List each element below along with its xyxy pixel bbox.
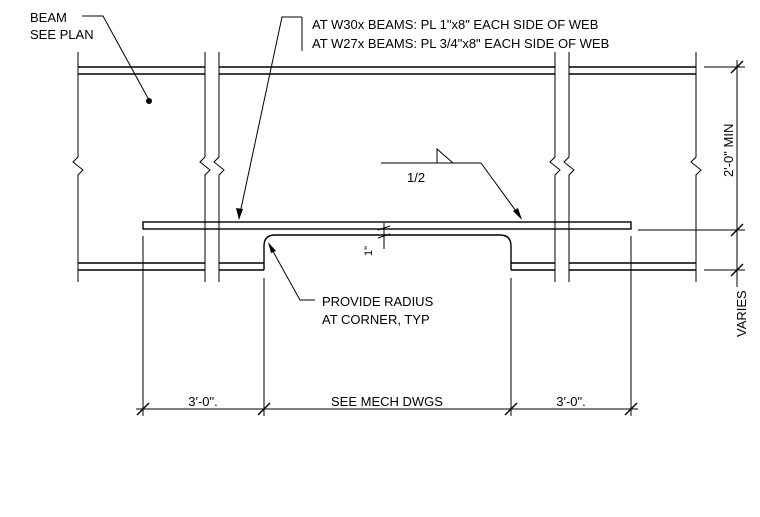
horizontal-dimension: 3'-0". SEE MECH DWGS 3'-0". <box>136 236 638 416</box>
beam-top-flange <box>78 66 696 75</box>
radius-note: PROVIDE RADIUS AT CORNER, TYP <box>268 242 434 327</box>
dim-opening: SEE MECH DWGS <box>331 394 443 409</box>
leader-dot <box>146 98 152 104</box>
plate-note: AT W30x BEAMS: PL 1"x8" EACH SIDE OF WEB… <box>236 16 609 220</box>
dim-left-extension: 3'-0". <box>188 394 218 409</box>
weld-symbol: 1/2 <box>381 147 522 220</box>
radius-note-line1: PROVIDE RADIUS <box>322 294 434 309</box>
reinforcing-plate <box>142 221 632 230</box>
dim-varies: VARIES <box>734 290 749 337</box>
beam-label: BEAM SEE PLAN <box>30 10 152 104</box>
vertical-dimension: 2'-0" MIN VARIES <box>638 60 749 337</box>
weld-size: 1/2 <box>407 170 425 185</box>
clearance-dimension: 1" <box>363 223 391 256</box>
beam-label-line2: SEE PLAN <box>30 27 94 42</box>
beam-bottom-flange <box>78 262 696 271</box>
clearance-value: 1" <box>363 246 375 256</box>
dim-right-extension: 3'-0". <box>556 394 586 409</box>
beam-label-line1: BEAM <box>30 10 67 25</box>
plate-note-line2: AT W27x BEAMS: PL 3/4"x8" EACH SIDE OF W… <box>312 36 609 51</box>
break-lines <box>72 52 702 282</box>
plate-note-line1: AT W30x BEAMS: PL 1"x8" EACH SIDE OF WEB <box>312 17 598 32</box>
radius-note-line2: AT CORNER, TYP <box>322 312 430 327</box>
web-opening-outline <box>263 234 512 270</box>
dim-2ft-min: 2'-0" MIN <box>721 124 736 177</box>
